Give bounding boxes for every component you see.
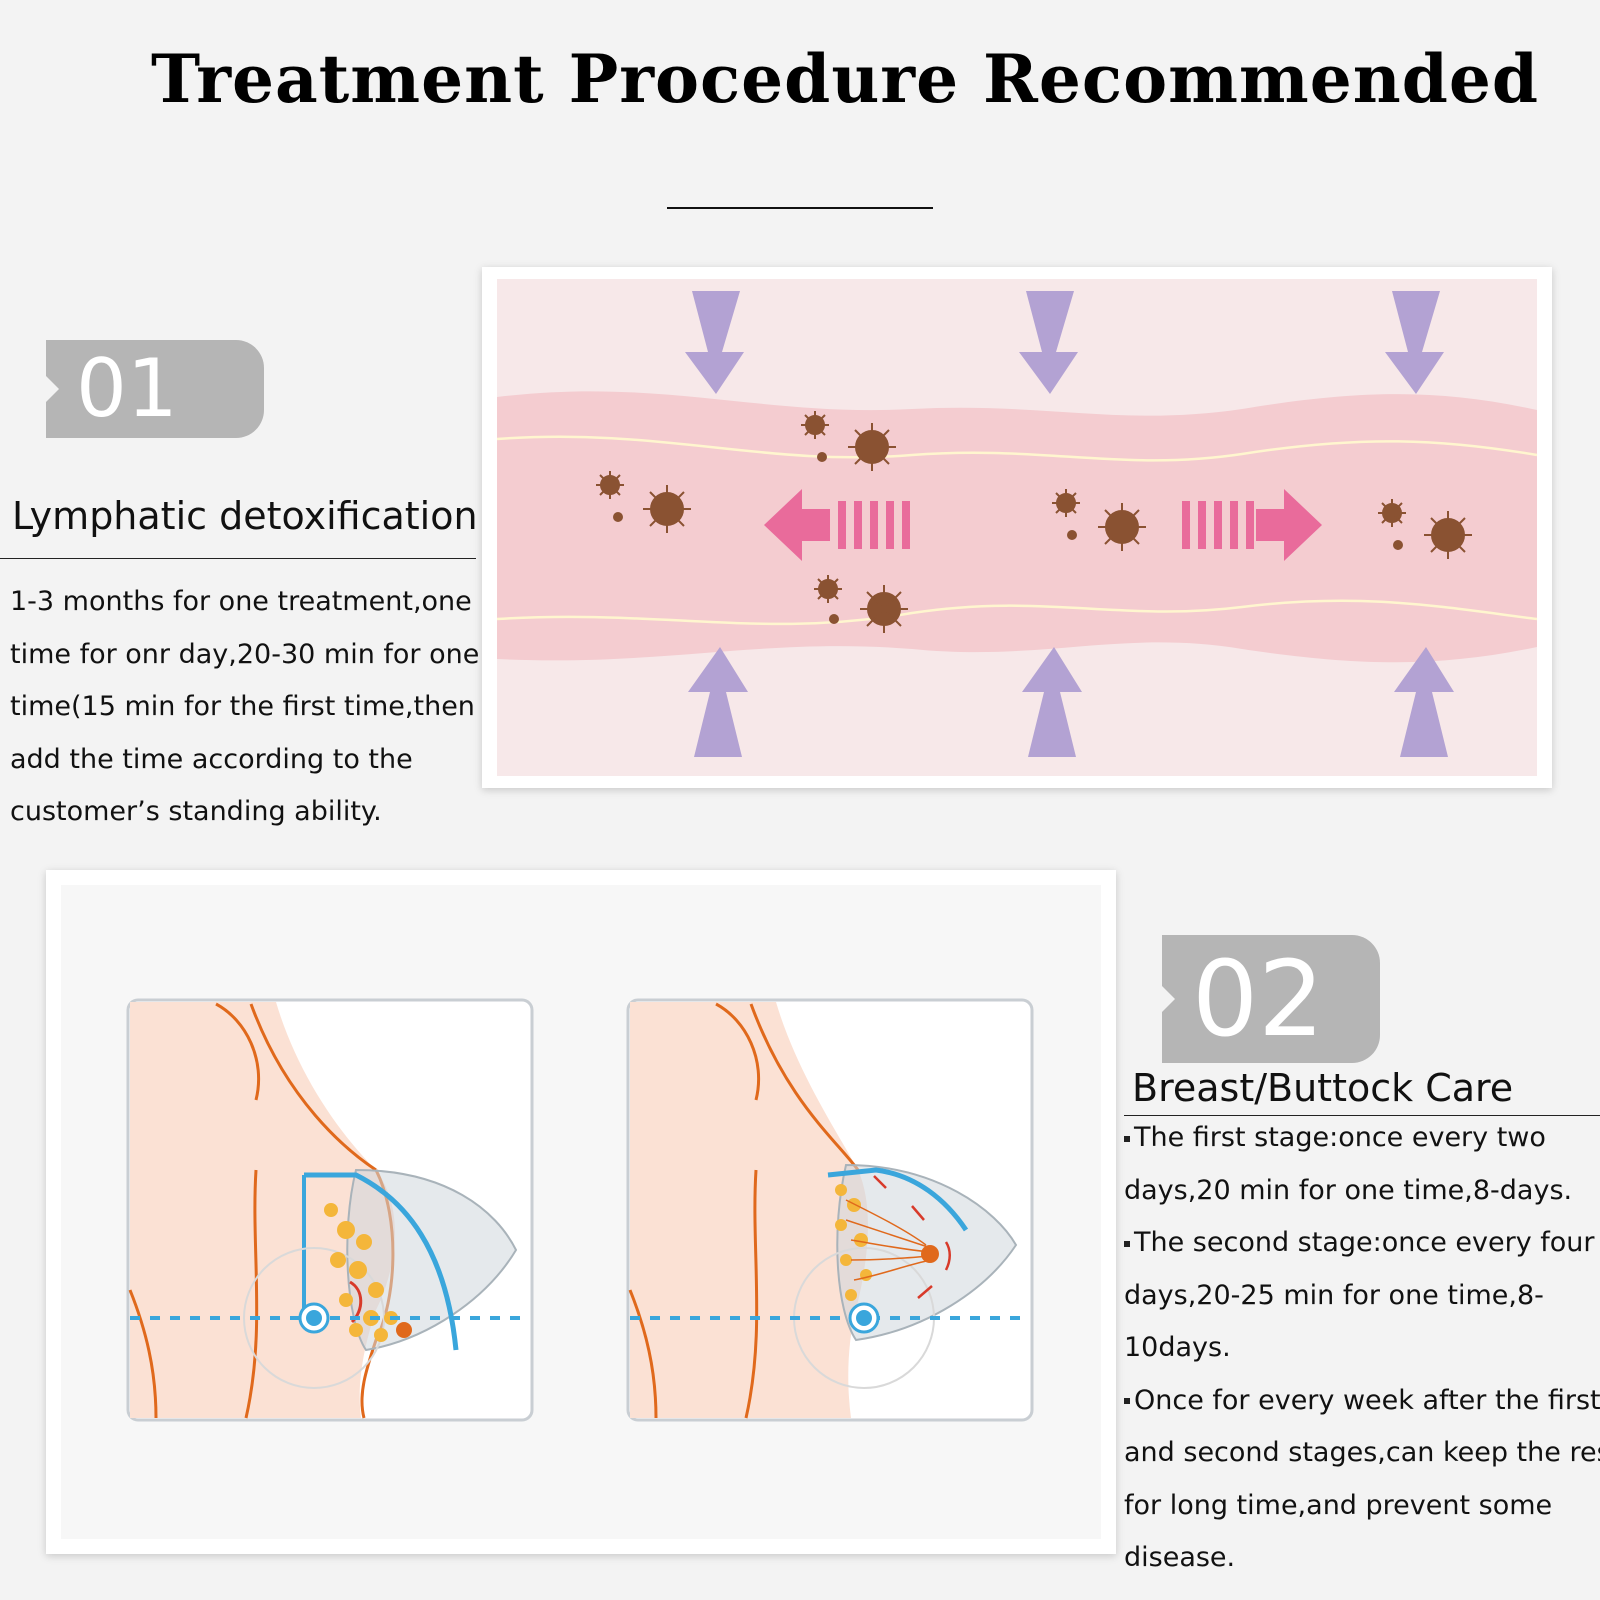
section-1-heading: Lymphatic detoxification (12, 494, 478, 538)
section-2-heading: Breast/Buttock Care (1132, 1066, 1514, 1110)
page-title: Treatment Procedure Recommended (150, 40, 1540, 118)
breast-cup-treatment-icon (61, 885, 1101, 1539)
step-02-badge: 02 (1162, 935, 1380, 1063)
section-1-description: 1-3 months for one treatment,one time fo… (10, 586, 480, 827)
bullet-icon (1124, 1240, 1130, 1247)
stage-3-text: Once for every week after the first and … (1124, 1384, 1600, 1574)
stage-1-text: The first stage:once every two days,20 m… (1124, 1122, 1573, 1206)
lymphatic-illustration-frame (482, 267, 1552, 788)
lymphatic-flow-diagram-icon (496, 279, 1538, 776)
title-divider (667, 207, 933, 209)
stage-3-item: Once for every week after the first and … (1124, 1375, 1600, 1585)
breast-care-illustration-frame (46, 870, 1116, 1554)
stage-2-text: The second stage:once every four days,20… (1124, 1227, 1595, 1363)
bullet-icon (1124, 1135, 1130, 1142)
section-2-steps: The first stage:once every two days,20 m… (1124, 1112, 1600, 1585)
step-01-badge: 01 (46, 340, 264, 438)
section-1-divider (0, 558, 476, 559)
stage-2-item: The second stage:once every four days,20… (1124, 1217, 1600, 1375)
stage-1-item: The first stage:once every two days,20 m… (1124, 1112, 1600, 1217)
section-2-divider (1124, 1115, 1600, 1116)
bullet-icon (1124, 1398, 1130, 1404)
